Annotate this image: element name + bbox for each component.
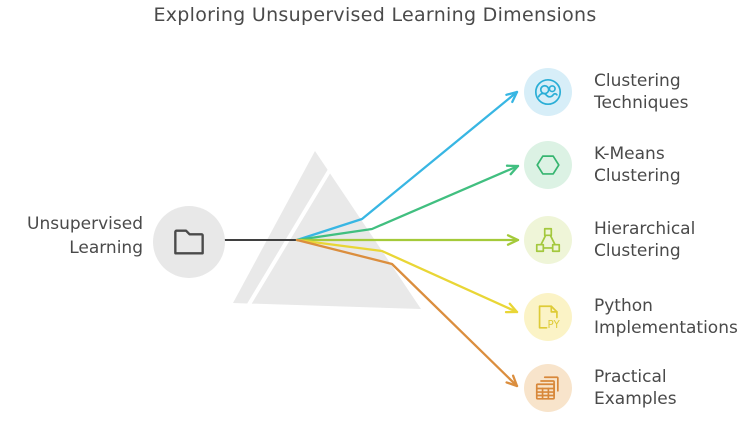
ray-hierarchical-clustering — [295, 234, 520, 246]
node-python-implementations: PY — [524, 293, 572, 341]
py-text: PY — [548, 319, 561, 331]
arrowhead-icon — [506, 234, 520, 246]
label-line2: Clustering — [594, 166, 681, 186]
label-clustering-techniques: Clustering Techniques — [594, 70, 746, 114]
arrowhead-icon — [505, 90, 519, 104]
ray-line — [295, 238, 519, 388]
label-line1: Hierarchical — [594, 219, 696, 239]
label-line1: Python — [594, 296, 653, 316]
ray-clustering-techniques — [295, 90, 519, 242]
folder-icon — [174, 229, 204, 255]
ray-line — [295, 164, 520, 242]
ray-kmeans-clustering — [295, 164, 520, 242]
label-line2: Clustering — [594, 241, 681, 261]
label-line2: Implementations — [594, 318, 738, 338]
node-clustering-techniques — [524, 68, 572, 116]
node-hierarchical-clustering — [524, 216, 572, 264]
ray-python-implementations — [295, 238, 519, 314]
label-kmeans-clustering: K-Means Clustering — [594, 143, 746, 187]
root-node-circle — [153, 206, 225, 278]
arrowhead-icon — [505, 164, 520, 176]
prism-stripe — [246, 166, 333, 308]
users-icon — [534, 78, 562, 106]
label-practical-examples: Practical Examples — [594, 366, 746, 410]
file-py-icon: PY — [538, 305, 561, 331]
tables-icon — [535, 376, 559, 400]
root-node-label: Unsupervised Learning — [13, 212, 143, 260]
label-line1: Practical — [594, 367, 667, 387]
label-line1: Clustering — [594, 71, 681, 91]
ray-practical-examples — [295, 238, 519, 388]
label-python-implementations: Python Implementations — [594, 295, 746, 339]
node-practical-examples — [524, 364, 572, 412]
arrowhead-icon — [504, 302, 519, 314]
root-label-line2: Learning — [69, 238, 143, 258]
label-line1: K-Means — [594, 144, 665, 164]
label-line2: Techniques — [594, 93, 689, 113]
page-title: Exploring Unsupervised Learning Dimensio… — [153, 4, 597, 26]
label-hierarchical-clustering: Hierarchical Clustering — [594, 218, 746, 262]
node-kmeans-clustering — [524, 141, 572, 189]
hexagon-icon — [536, 155, 560, 175]
hierarchy-icon — [535, 227, 561, 253]
root-label-line1: Unsupervised — [27, 214, 143, 234]
ray-line — [295, 90, 519, 242]
arrowhead-icon — [505, 374, 519, 388]
ray-line — [295, 238, 519, 314]
label-line2: Examples — [594, 389, 677, 409]
